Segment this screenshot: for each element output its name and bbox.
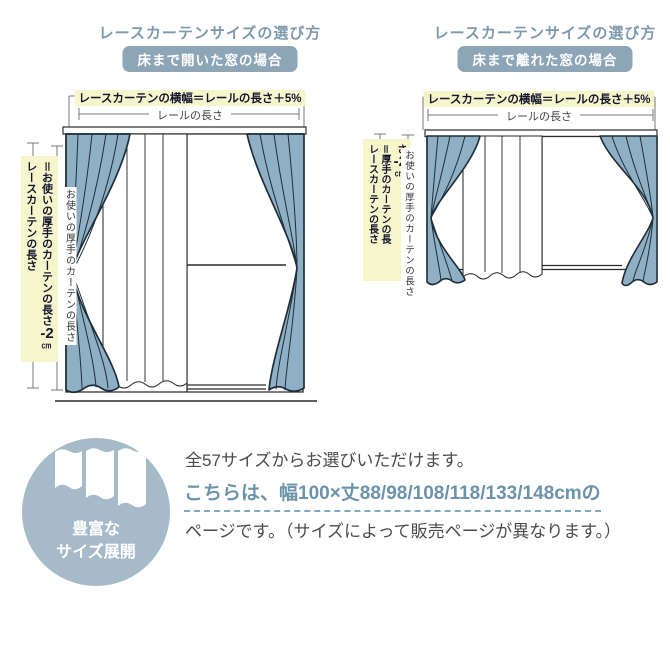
- footer-size-highlight: こちらは、幅100×丈88/98/108/118/133/148cmの: [184, 478, 601, 512]
- thick-curtain-right: [247, 134, 304, 391]
- left-diagram-title: レースカーテンサイズの選び方: [98, 25, 322, 42]
- left-rail-length-label: レールの長さ: [149, 107, 231, 123]
- left-diagram-badge: 床まで開いた窓の場合: [122, 46, 298, 72]
- thick-curtain-right: [600, 136, 657, 286]
- right-diagram-title: レースカーテンサイズの選び方: [433, 25, 657, 42]
- size-variety-badge: 豊富な サイズ展開: [22, 438, 170, 586]
- thick-curtain-left: [427, 136, 480, 285]
- thick-curtain-left: [66, 134, 130, 392]
- right-width-formula-label: レースカーテンの横幅＝レールの長さ＋5%: [423, 91, 655, 107]
- right-curtain-illustration: [350, 85, 670, 305]
- badge-text-line2: サイズ展開: [56, 544, 136, 562]
- badge-text-line1: 豊富な: [71, 521, 120, 538]
- left-thick-length-label: お使いの厚手のカーテンの長さ: [61, 187, 77, 345]
- lace-curtain: [103, 134, 187, 388]
- curtain-sizes-icon: [55, 448, 146, 508]
- footer-text-line1: 全57サイズからお選びいただけます。: [185, 451, 474, 470]
- left-lace-length-label: レースカーテンの長さ ＝お使いの厚手のカーテンの長さ-2cm: [21, 156, 58, 362]
- right-thick-length-label: お使いの厚手のカーテンの長さ: [401, 148, 415, 299]
- left-width-formula-label: レースカーテンの横幅＝レールの長さ＋5%: [74, 90, 306, 106]
- lace-curtain: [463, 136, 542, 279]
- curtain-rail: [63, 127, 306, 134]
- left-curtain-illustration: [20, 85, 370, 415]
- right-diagram-badge: 床まで離れた窓の場合: [457, 46, 633, 72]
- right-rail-length-label: レールの長さ: [498, 108, 580, 124]
- footer-text-line3: ページです。（サイズによって販売ページが異なります。）: [185, 522, 622, 541]
